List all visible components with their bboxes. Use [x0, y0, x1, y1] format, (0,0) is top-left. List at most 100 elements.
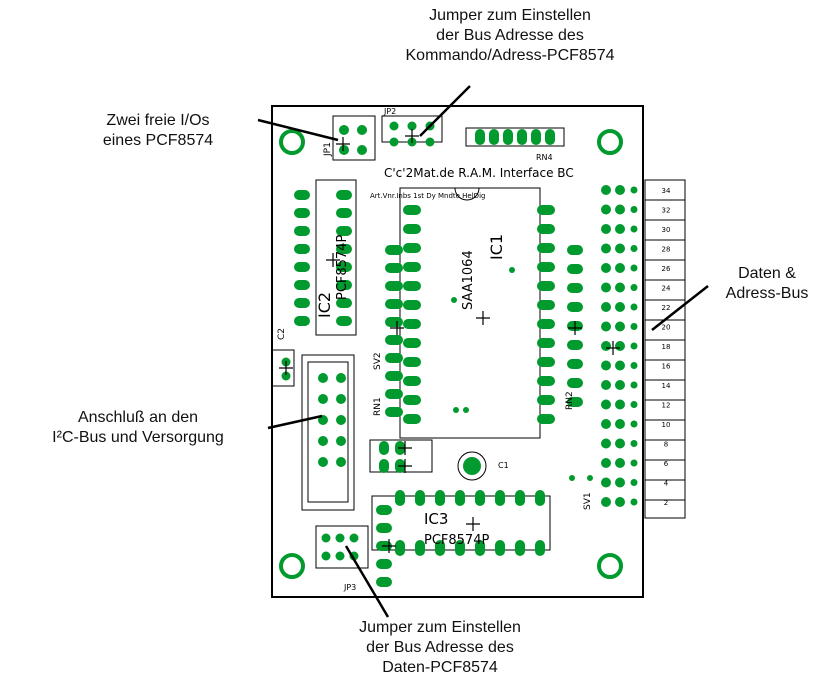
via — [453, 407, 459, 413]
bus-connector-grid — [645, 199, 685, 501]
bottom-jumper-callout: Jumper zum Einstellen der Bus Adresse de… — [290, 618, 590, 678]
bus-pad — [601, 497, 611, 507]
ic3-pad — [495, 490, 505, 506]
bus-pad — [630, 401, 638, 408]
jp1-pad — [357, 145, 367, 155]
bus-pad — [601, 282, 611, 293]
top-jumper-line-3: Kommando/Adress-PCF8574 — [405, 47, 615, 64]
via — [463, 407, 469, 413]
bus-pad — [615, 341, 625, 351]
ic1-pad — [537, 357, 555, 367]
rn4-pad — [545, 129, 555, 145]
jp3-pad — [335, 551, 345, 561]
bus-pad — [630, 186, 638, 194]
bus-pad — [615, 282, 625, 293]
bus-pad — [630, 264, 638, 272]
jp1-pad — [339, 145, 349, 155]
c1-label: C1 — [498, 461, 509, 470]
jp3-pad — [321, 533, 331, 543]
via — [569, 475, 575, 481]
ic2-pad — [294, 208, 310, 218]
bus-pad — [601, 302, 611, 312]
sv1-label: SV1 — [583, 492, 593, 510]
c2-pad — [281, 371, 291, 381]
ic1-pad — [403, 357, 421, 367]
bus-pin-label: 24 — [662, 285, 671, 293]
ic2-pad — [294, 190, 310, 200]
component-pads — [281, 121, 638, 587]
rn1-pad — [385, 281, 403, 291]
jp3-label: JP3 — [343, 583, 356, 592]
ic3-pad — [376, 559, 392, 569]
rn1-pad — [385, 335, 403, 345]
bus-pad — [630, 362, 638, 369]
ic3-pad — [515, 540, 525, 556]
rn1-pad — [385, 371, 403, 381]
jp1-label: JP1 — [323, 142, 333, 157]
rn4-pad — [475, 129, 485, 145]
bus-pad — [601, 380, 611, 390]
ic2-pad — [294, 280, 310, 290]
ic3-label: IC3 — [424, 510, 448, 528]
via — [509, 267, 515, 273]
bus-pad — [615, 263, 625, 273]
rn4-pad — [531, 129, 541, 145]
ic1-pad — [537, 262, 555, 272]
ic3-pad — [395, 490, 405, 506]
bus-pad — [601, 399, 611, 410]
ic3-pad — [455, 540, 465, 556]
top-jumper-line-1: Jumper zum Einstellen — [429, 7, 591, 24]
ic3-pad — [415, 540, 425, 556]
bus-pad — [630, 225, 638, 233]
bus-pad — [630, 323, 638, 330]
bus-pin-label: 14 — [662, 382, 671, 390]
bus-line-2: Adress-Bus — [725, 285, 809, 302]
ic2-pad — [336, 298, 352, 308]
bus-pad — [615, 458, 625, 468]
sv2-pad — [318, 394, 328, 404]
ic3-pad — [535, 540, 545, 556]
bus-pad — [601, 185, 611, 195]
ic2-pad — [336, 208, 352, 218]
ic2-pad — [294, 298, 310, 308]
bus-pad — [601, 321, 611, 332]
bus-pin-label: 16 — [662, 363, 671, 371]
bus-callout: Daten & Adress-Bus — [700, 264, 834, 304]
bus-pad — [615, 497, 625, 507]
bus-pin-label: 22 — [662, 304, 671, 312]
i2c-line-2: I²C-Bus und Versorgung — [52, 429, 224, 446]
capacitor-c1-pad — [457, 451, 487, 481]
ic3-pad — [376, 523, 392, 533]
bus-pad — [615, 399, 625, 410]
bus-pin-label: 4 — [664, 480, 669, 488]
bus-pad — [601, 477, 611, 488]
bus-pin-label: 8 — [664, 441, 668, 449]
rn4-pad — [517, 129, 527, 145]
jp2-pad — [407, 121, 417, 131]
bottom-jumper-line-3: Daten-PCF8574 — [382, 659, 498, 676]
top-jumper-callout: Jumper zum Einstellen der Bus Adresse de… — [360, 6, 660, 66]
rn1-pad — [385, 407, 403, 417]
bus-pad — [601, 243, 611, 254]
bus-pad — [615, 224, 625, 234]
ic1-pad — [537, 338, 555, 348]
jp1-pad — [339, 125, 349, 135]
jp2-pad — [389, 137, 399, 147]
bus-pad — [630, 479, 638, 486]
sv2-pad — [336, 394, 346, 404]
rn2-pad — [567, 302, 583, 312]
via — [451, 297, 457, 303]
ic2-pad — [336, 262, 352, 272]
ic1-pad — [537, 319, 555, 329]
ic1-pad — [537, 414, 555, 424]
bus-pin-label: 6 — [664, 460, 669, 468]
crosshair-markers — [279, 129, 620, 553]
rn1-pad — [385, 245, 403, 255]
ic1-label: IC1 — [487, 234, 506, 260]
ic2-part-label: PCF8574P — [335, 235, 350, 300]
rn1-pad — [385, 299, 403, 309]
bus-pad — [630, 420, 638, 428]
ic3-pad — [435, 540, 445, 556]
ic1-pad — [403, 224, 421, 234]
